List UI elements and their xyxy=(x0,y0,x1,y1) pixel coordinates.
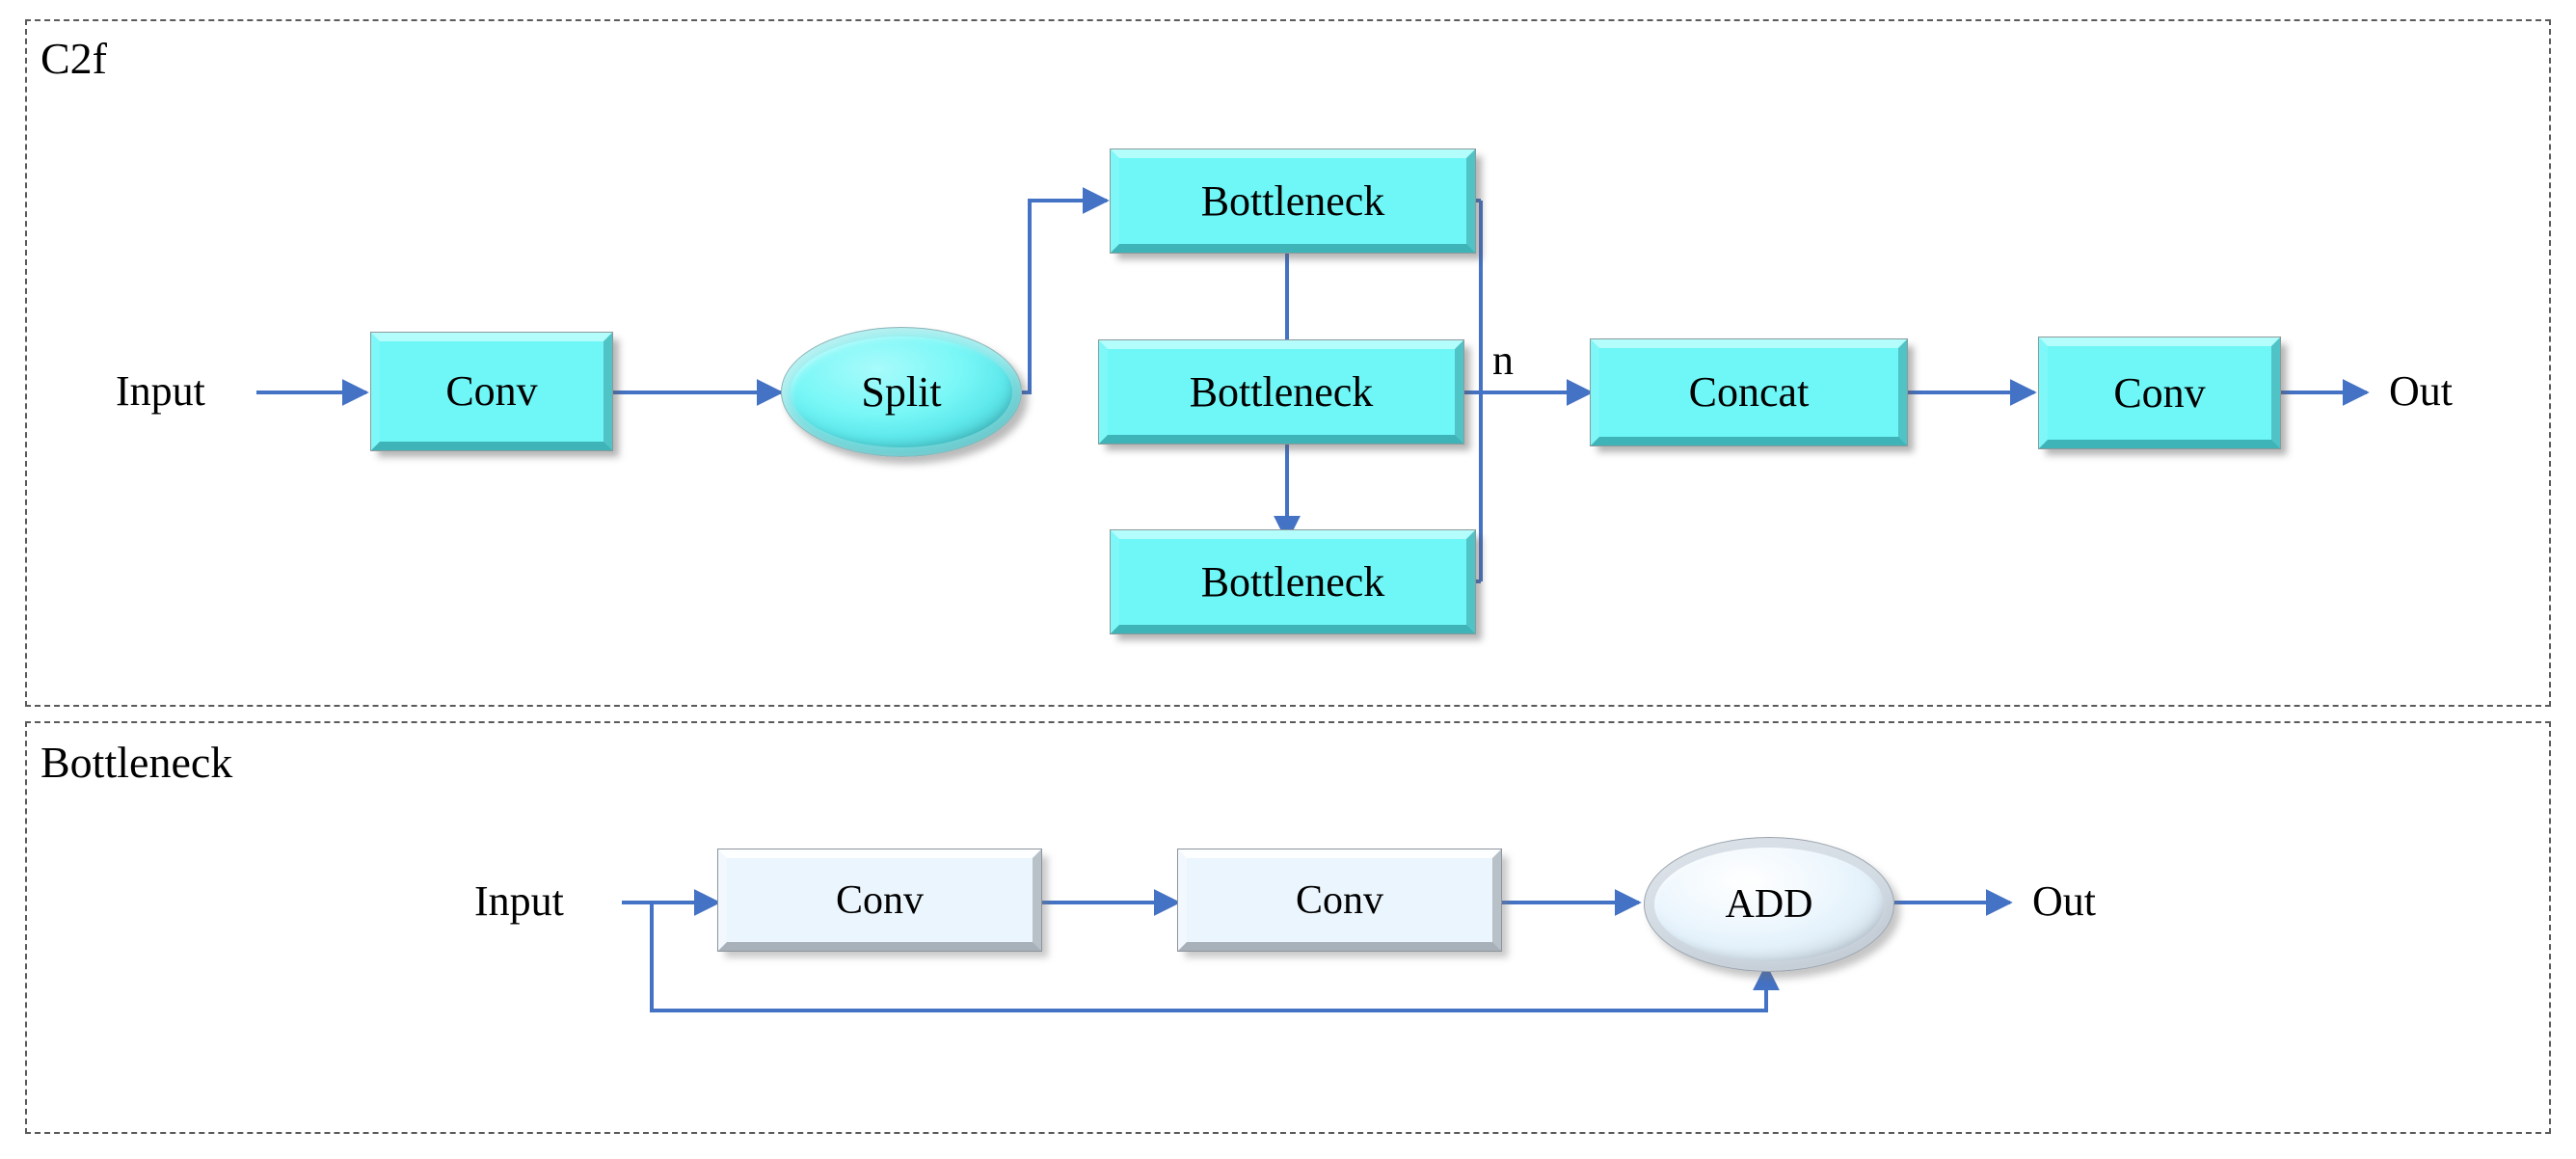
panel-bottleneck-title: Bottleneck xyxy=(40,738,233,787)
node-conv-input[interactable]: Conv xyxy=(370,332,613,451)
node-split[interactable]: Split xyxy=(781,327,1022,457)
c2f-output-label: Out xyxy=(2389,367,2453,415)
node-bottleneck-3[interactable]: Bottleneck xyxy=(1110,529,1476,634)
node-add[interactable]: ADD xyxy=(1644,837,1894,972)
c2f-repeat-count-label: n xyxy=(1492,337,1514,384)
node-bottleneck-conv-2[interactable]: Conv xyxy=(1177,849,1502,952)
panel-bottleneck xyxy=(25,721,2551,1134)
panel-c2f xyxy=(25,19,2551,707)
node-bottleneck-1[interactable]: Bottleneck xyxy=(1110,148,1476,254)
node-conv-output[interactable]: Conv xyxy=(2038,337,2281,449)
node-concat[interactable]: Concat xyxy=(1590,338,1908,446)
node-bottleneck-conv-1[interactable]: Conv xyxy=(717,849,1042,952)
panel-c2f-title: C2f xyxy=(40,34,107,83)
bottleneck-output-label: Out xyxy=(2032,877,2096,925)
c2f-input-label: Input xyxy=(116,367,205,415)
node-bottleneck-2[interactable]: Bottleneck xyxy=(1098,339,1464,445)
bottleneck-input-label: Input xyxy=(474,877,564,925)
